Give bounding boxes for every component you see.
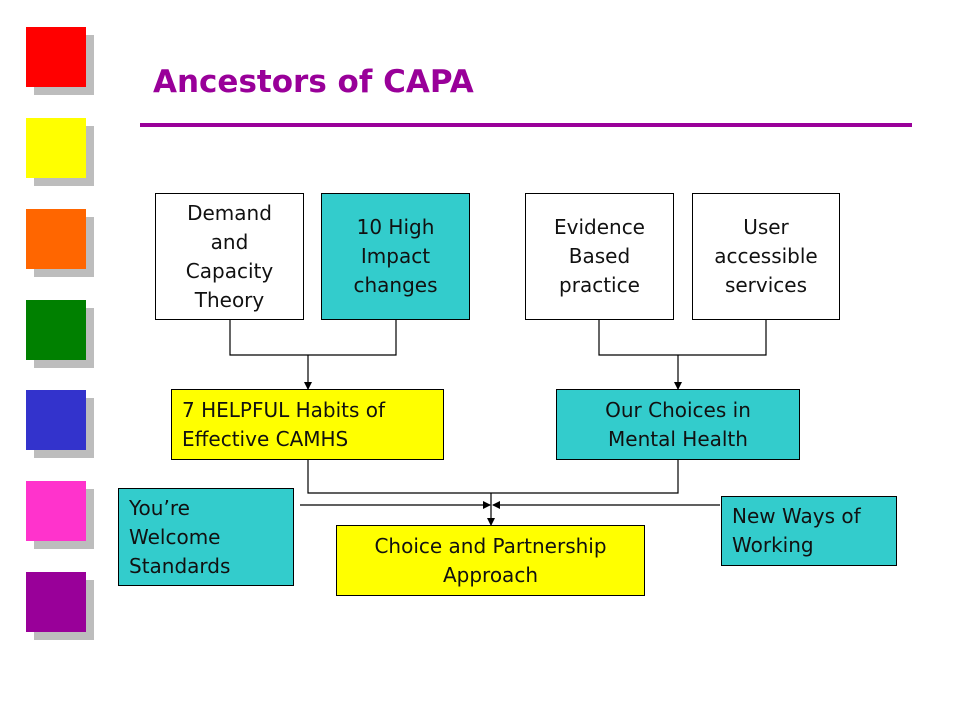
box-user-accessible-label: User accessible services [714, 215, 818, 297]
purple-square [26, 572, 86, 632]
box-demand-capacity: Demand and Capacity Theory [155, 193, 304, 320]
box-evidence-based-label: Evidence Based practice [553, 215, 645, 297]
title-underline [140, 123, 912, 127]
box-choice-partnership-label: Choice and Partnership Approach [374, 533, 607, 587]
box-helpful-habits: 7 HELPFUL Habits of Effective CAMHS [171, 389, 444, 460]
box-new-ways-label: New Ways of Working [732, 504, 861, 557]
box-our-choices: Our Choices in Mental Health [556, 389, 800, 460]
connector-bottom-pair [307, 460, 679, 494]
box-evidence-based: Evidence Based practice [525, 193, 674, 320]
box-choice-partnership: Choice and Partnership Approach [336, 525, 645, 596]
connector-right-pair [598, 320, 767, 356]
box-demand-capacity-label: Demand and Capacity Theory [185, 200, 274, 312]
green-square [26, 300, 86, 360]
box-helpful-habits-label: 7 HELPFUL Habits of Effective CAMHS [182, 397, 386, 451]
yellow-square [26, 118, 86, 178]
box-new-ways: New Ways of Working [721, 496, 897, 566]
box-user-accessible: User accessible services [692, 193, 840, 320]
pink-square [26, 481, 86, 541]
box-high-impact-label: 10 High Impact changes [353, 215, 438, 297]
box-youre-welcome: You’re Welcome Standards [118, 488, 294, 586]
box-youre-welcome-label: You’re Welcome Standards [129, 495, 231, 578]
connector-left-pair [229, 320, 397, 356]
box-high-impact: 10 High Impact changes [321, 193, 470, 320]
box-our-choices-label: Our Choices in Mental Health [605, 397, 751, 451]
red-square [26, 27, 86, 87]
slide-title: Ancestors of CAPA [153, 64, 474, 100]
orange-square [26, 209, 86, 269]
blue-square [26, 390, 86, 450]
